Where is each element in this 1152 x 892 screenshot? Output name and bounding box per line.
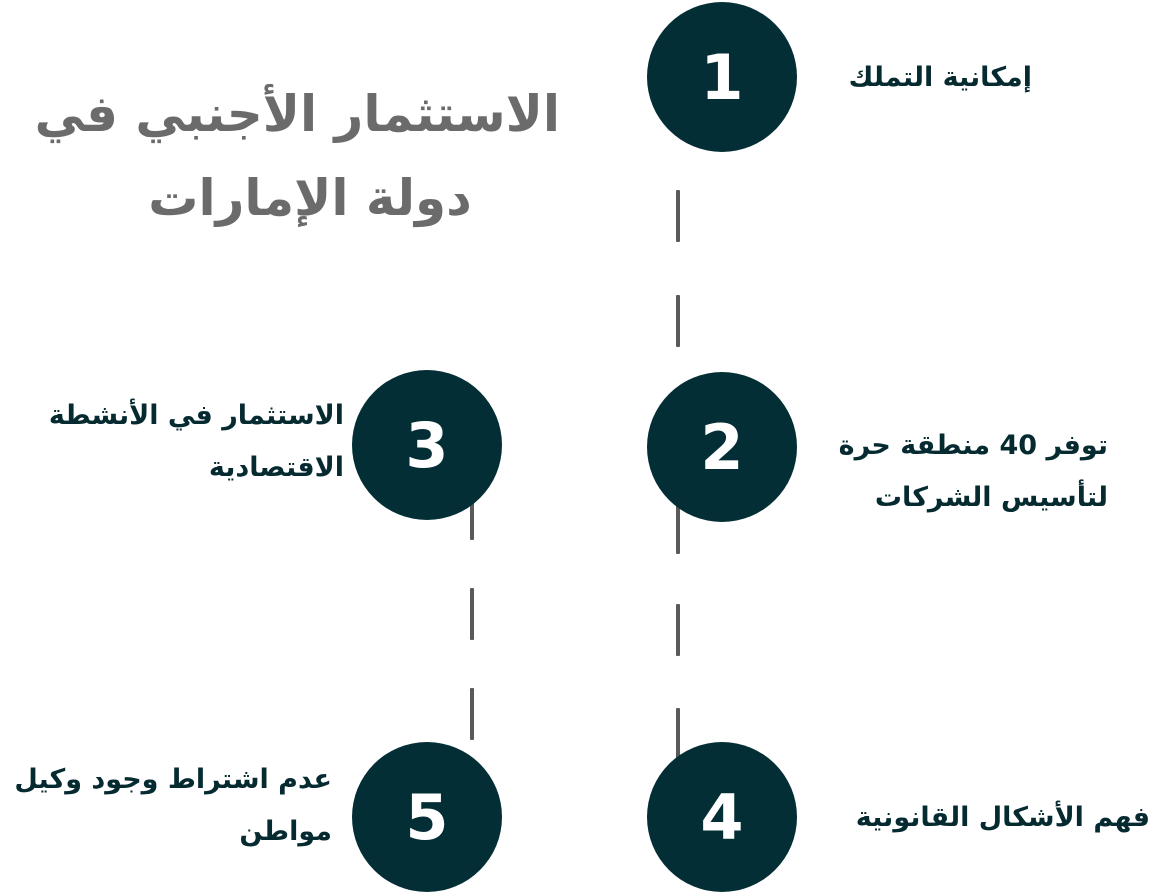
step-1-number: 1 [700,40,744,114]
step-1-text-line-1: إمكانية التملك [848,62,1032,93]
step-2-text-line-2: لتأسيس الشركات [874,482,1108,513]
step-1-label: إمكانية التملك [849,52,1032,104]
step-2-circle: 2 [647,372,797,522]
connector-dash [676,295,680,347]
step-5-circle: 5 [352,742,502,892]
connector-dash [676,502,680,554]
step-4-number: 4 [700,780,744,854]
step-4-text-line-1: فهم الأشكال القانونية [855,802,1150,833]
connector-dash [470,488,474,540]
connector-dash [470,688,474,740]
connector-dash [676,190,680,242]
step-1-circle: 1 [647,2,797,152]
step-3-number: 3 [405,408,449,482]
connector-dash [676,708,680,760]
step-5-number: 5 [405,780,449,854]
title-line-1: الاستثمار الأجنبي في [34,85,560,143]
connector-dash [676,604,680,656]
step-3-text-line-2: الاقتصادية [208,452,344,483]
step-4-circle: 4 [647,742,797,892]
title-line-2: دولة الإمارات [148,169,472,227]
diagram-title: الاستثمار الأجنبي في دولة الإمارات [34,72,560,240]
step-3-label: الاستثمار في الأنشطة الاقتصادية [49,390,344,494]
step-5-text-line-1: عدم اشتراط وجود وكيل [14,764,332,795]
connector-dash [470,588,474,640]
step-5-text-line-2: مواطن [239,816,332,847]
step-3-circle: 3 [352,370,502,520]
step-2-text-line-1: توفر 40 منطقة حرة [838,430,1108,461]
step-4-label: فهم الأشكال القانونية [856,792,1150,844]
step-3-text-line-1: الاستثمار في الأنشطة [48,400,344,431]
step-2-label: توفر 40 منطقة حرة لتأسيس الشركات [839,420,1108,524]
step-2-number: 2 [700,410,744,484]
step-5-label: عدم اشتراط وجود وكيل مواطن [14,754,332,858]
